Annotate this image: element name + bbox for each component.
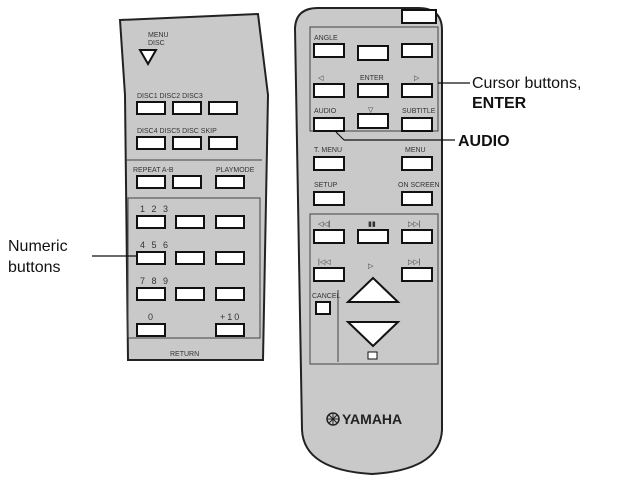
fast-forward-glyph: ▷▷| bbox=[408, 259, 421, 266]
digit-0-button[interactable] bbox=[136, 323, 166, 337]
disc1-button[interactable] bbox=[136, 101, 166, 115]
disc-row1-labels: DISC1 DISC2 DISC3 bbox=[137, 93, 203, 100]
repeat-label: REPEAT A-B bbox=[133, 167, 174, 174]
digit-5-button[interactable] bbox=[175, 251, 205, 265]
playmode-button[interactable] bbox=[215, 175, 245, 189]
cursor-callout-line2: ENTER bbox=[472, 95, 527, 112]
digit-9-button[interactable] bbox=[215, 287, 245, 301]
brand-text: YAMAHA bbox=[342, 411, 402, 427]
cancel-label: CANCEL bbox=[312, 293, 341, 300]
pause-glyph: ▮▮ bbox=[368, 221, 376, 228]
enter-button[interactable] bbox=[357, 83, 389, 98]
cursor-right-button[interactable] bbox=[401, 83, 433, 98]
subtitle-button[interactable] bbox=[401, 117, 433, 132]
cursor-left-button[interactable] bbox=[313, 83, 345, 98]
fast-forward-button[interactable] bbox=[401, 267, 433, 282]
callouts: Cursor buttons, ENTER AUDIO Numeric butt… bbox=[8, 75, 581, 276]
rewind-button[interactable] bbox=[313, 267, 345, 282]
t-menu-button[interactable] bbox=[313, 156, 345, 171]
transport-panel bbox=[309, 213, 439, 365]
disc4-button[interactable] bbox=[136, 136, 166, 150]
digit-6-button[interactable] bbox=[215, 251, 245, 265]
on-screen-label: ON SCREEN bbox=[398, 182, 440, 189]
return-label: RETURN bbox=[170, 351, 199, 358]
skip-forward-glyph: ▷▷| bbox=[408, 221, 421, 228]
audio-callout: AUDIO bbox=[458, 133, 510, 150]
angle-label: ANGLE bbox=[314, 35, 338, 42]
playmode-label: PLAYMODE bbox=[216, 167, 255, 174]
stop-glyph bbox=[367, 351, 378, 360]
a-b-button[interactable] bbox=[172, 175, 202, 189]
numeric-callout-line2: buttons bbox=[8, 259, 60, 276]
setup-label: SETUP bbox=[314, 182, 338, 189]
digit-8-button[interactable] bbox=[175, 287, 205, 301]
digits-row2-label: 4 5 6 bbox=[140, 240, 170, 250]
digit-2-button[interactable] bbox=[175, 215, 205, 229]
digits-row1-label: 1 2 3 bbox=[140, 204, 170, 214]
subtitle-label: SUBTITLE bbox=[402, 108, 436, 115]
cursor-up-button[interactable] bbox=[357, 45, 389, 61]
digit-4-button[interactable] bbox=[136, 251, 166, 265]
right-arrow-glyph: ▷ bbox=[414, 75, 420, 82]
repeat-button[interactable] bbox=[136, 175, 166, 189]
right-remote: ANGLE ◁ ENTER ▷ ▽ AUDIO SUBTITLE T. MENU… bbox=[293, 7, 443, 476]
cursor-down-button[interactable] bbox=[357, 113, 389, 129]
menu-disc-button[interactable] bbox=[138, 49, 158, 67]
top-button[interactable] bbox=[401, 9, 437, 24]
play-button[interactable] bbox=[345, 276, 401, 303]
numeric-callout-line1: Numeric bbox=[8, 238, 68, 255]
down-arrow-glyph: ▽ bbox=[368, 107, 374, 114]
numeric-panel bbox=[127, 197, 261, 339]
angle-button[interactable] bbox=[313, 43, 345, 58]
yamaha-logo-tuning-forks bbox=[327, 413, 339, 425]
disc-row2-labels: DISC4 DISC5 DISC SKIP bbox=[137, 128, 217, 135]
disc3-button[interactable] bbox=[208, 101, 238, 115]
digit-zero-label: 0 bbox=[148, 312, 155, 322]
digit-ten-label: +10 bbox=[220, 312, 241, 322]
left-arrow-glyph: ◁ bbox=[318, 75, 324, 82]
play-glyph: ▷ bbox=[368, 263, 374, 270]
audio-label: AUDIO bbox=[314, 108, 337, 115]
menu-label: MENU bbox=[148, 32, 169, 39]
skip-back-glyph: ◁◁| bbox=[318, 221, 331, 228]
on-screen-button[interactable] bbox=[401, 191, 433, 206]
plus-10-button[interactable] bbox=[215, 323, 245, 337]
setup-button[interactable] bbox=[313, 191, 345, 206]
t-menu-label: T. MENU bbox=[314, 147, 342, 154]
pause-button[interactable] bbox=[357, 229, 389, 244]
digit-7-button[interactable] bbox=[136, 287, 166, 301]
skip-forward-button[interactable] bbox=[401, 229, 433, 244]
digit-3-button[interactable] bbox=[215, 215, 245, 229]
menu-button[interactable] bbox=[401, 156, 433, 171]
audio-leader-tip bbox=[335, 131, 345, 141]
enter-label: ENTER bbox=[360, 75, 384, 82]
disc-skip-button[interactable] bbox=[208, 136, 238, 150]
right-top-button[interactable] bbox=[401, 43, 433, 58]
audio-button[interactable] bbox=[313, 117, 345, 132]
disc5-button[interactable] bbox=[172, 136, 202, 150]
rewind-glyph: |◁◁ bbox=[318, 259, 331, 266]
cursor-panel bbox=[309, 26, 439, 132]
digits-row3-label: 7 8 9 bbox=[140, 276, 170, 286]
cursor-callout-line1: Cursor buttons, bbox=[472, 75, 581, 92]
digit-1-button[interactable] bbox=[136, 215, 166, 229]
cancel-button[interactable] bbox=[315, 301, 331, 315]
left-remote: MENU DISC DISC1 DISC2 DISC3 DISC4 DISC5 … bbox=[118, 12, 270, 361]
menu-label: MENU bbox=[405, 147, 426, 154]
stop-button[interactable] bbox=[345, 321, 401, 348]
disc2-button[interactable] bbox=[172, 101, 202, 115]
skip-back-button[interactable] bbox=[313, 229, 345, 244]
disc-label: DISC bbox=[148, 40, 165, 47]
